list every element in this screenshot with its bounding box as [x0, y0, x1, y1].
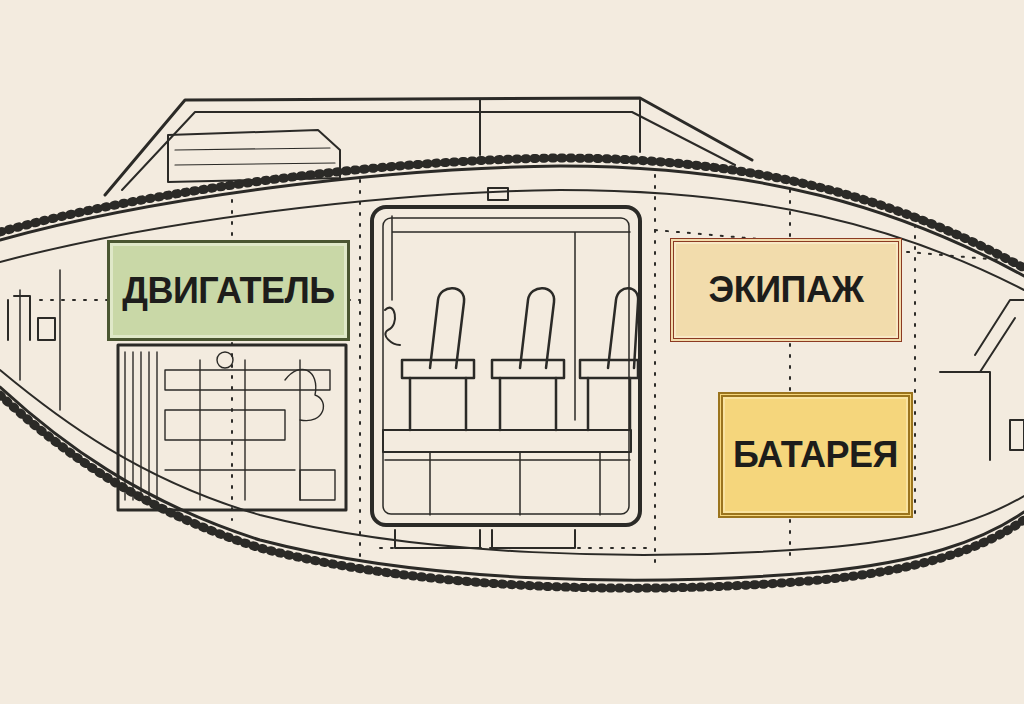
label-text: ЭКИПАЖ — [709, 270, 864, 310]
label-text: БАТАРЕЯ — [733, 435, 898, 475]
label-box: БАТАРЕЯ — [718, 392, 913, 518]
label-box: ЭКИПАЖ — [670, 238, 902, 342]
label-text: ДВИГАТЕЛЬ — [122, 271, 335, 311]
label-box: ДВИГАТЕЛЬ — [107, 240, 350, 341]
